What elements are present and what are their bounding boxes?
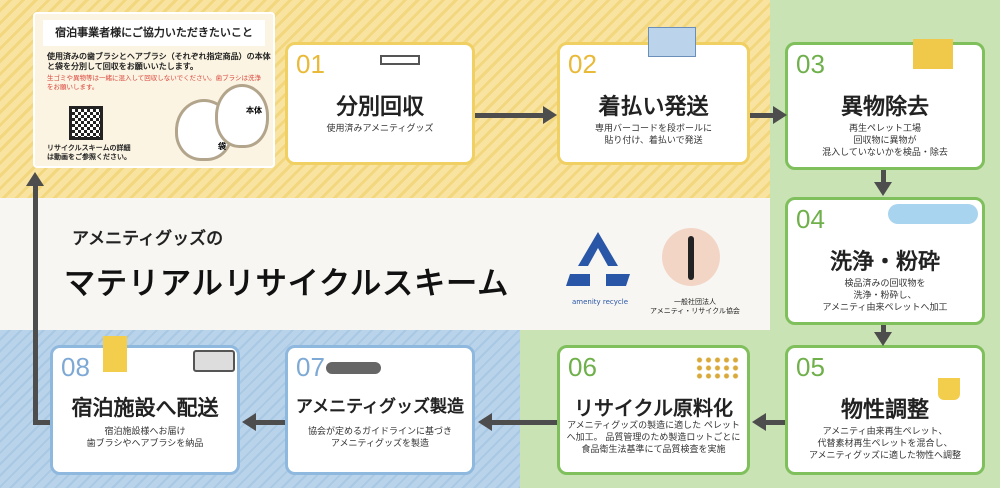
arrow-01-02	[475, 113, 545, 118]
step-08: 08 宿泊施設へ配送 宿泊施設様へお届け 歯ブラシやヘアブラシを納品	[50, 336, 240, 475]
arrow-02-03	[750, 113, 775, 118]
arrow-06-07	[492, 420, 557, 425]
step-description: 協会が定めるガイドラインに基づき アメニティグッズを製造	[307, 427, 452, 449]
step-number: 05	[796, 352, 825, 382]
step-description: 専用バーコードを段ボールに 貼り付け、着払いで発送	[594, 124, 712, 146]
bag-body-label: 本体	[246, 106, 262, 115]
association-logo-icon	[662, 228, 720, 286]
step-title: アメニティグッズ製造	[295, 397, 465, 417]
step-title: 物性調整	[840, 398, 929, 423]
notice-body: 使用済みの歯ブラシとヘアブラシ（それぞれ指定商品）の本体と袋を分別して回収をお願…	[47, 52, 271, 71]
factory-icon	[913, 39, 953, 69]
qr-code-icon[interactable]	[69, 106, 103, 140]
step-description: 検品済みの回収物を 洗浄・粉砕し、 アメニティ由来ペレットへ加工	[822, 279, 948, 313]
step-number: 06	[568, 352, 597, 382]
conveyor-icon	[326, 362, 381, 374]
arrow-03-04	[881, 170, 886, 184]
amenity-recycle-logo-icon	[566, 232, 630, 286]
arrow-head-icon	[26, 172, 44, 186]
step-02: 02 着払い発送 専用バーコードを段ボールに 貼り付け、着払いで発送	[557, 27, 750, 165]
arrow-head-icon	[874, 182, 892, 196]
association-name: 一般社団法人 アメニティ・リサイクル協会	[650, 298, 740, 315]
step-title: 着払い発送	[598, 95, 709, 120]
arrow-08-loop	[33, 186, 38, 425]
arrow-04-05	[881, 325, 886, 333]
notice-red-note: 生ゴミや異物等は一緒に混入して回収しないでください。歯ブラシは洗浄をお願いします…	[47, 74, 261, 91]
step-description: アメニティ由来再生ペレット、 代替素材再生ペレットを混合し、 アメニティグッズに…	[808, 427, 961, 461]
notice-heading: 宿泊事業者様にご協力いただきたいこと	[43, 20, 265, 46]
step-number: 08	[61, 352, 90, 382]
toothbrush-icon	[380, 55, 420, 65]
bag-label: 袋	[218, 142, 226, 151]
arrow-head-icon	[478, 413, 492, 431]
step-number: 02	[568, 49, 597, 79]
bag-body-icon: 本体	[215, 84, 269, 148]
notice-qr-note: リサイクルスキームの詳細は動画をご参照ください。	[47, 144, 131, 161]
arrow-head-icon	[543, 106, 557, 124]
step-01: 01 分別回収 使用済みアメニティグッズ	[285, 42, 475, 165]
background-white	[0, 198, 770, 330]
step-title: 宿泊施設へ配送	[71, 396, 219, 420]
arrow-head-icon	[773, 106, 787, 124]
step-title: 洗浄・粉砕	[829, 250, 940, 275]
notice-card: 宿泊事業者様にご協力いただきたいこと 使用済みの歯ブラシとヘアブラシ（それぞれ指…	[33, 12, 275, 168]
arrow-head-icon	[752, 413, 766, 431]
step-number: 01	[296, 49, 325, 79]
step-07: 07 アメニティグッズ製造 協会が定めるガイドラインに基づき アメニティグッズを…	[285, 345, 475, 475]
amenity-recycle-logo-text: amenity recycle	[571, 298, 629, 306]
truck-icon	[193, 350, 235, 372]
arrow-head-icon	[242, 413, 256, 431]
step-description: アメニティグッズの製造に適した ペレットへ加工。 品質管理のため製造ロットごとに…	[566, 421, 741, 455]
pellet-cup-icon	[938, 378, 960, 400]
step-description: 使用済みアメニティグッズ	[326, 124, 434, 134]
scheme-title: マテリアルリサイクルスキーム	[64, 266, 510, 302]
crushed-pellets-water-icon	[888, 204, 978, 224]
arrow-08-loop	[33, 420, 50, 425]
step-05: 05 物性調整 アメニティ由来再生ペレット、 代替素材再生ペレットを混合し、 ア…	[785, 345, 985, 475]
step-title: 異物除去	[840, 95, 929, 120]
step-description: 再生ペレット工場 回収物に異物が 混入していないかを検品・除去	[822, 124, 948, 158]
step-title: 分別回収	[335, 95, 424, 120]
step-03: 03 異物除去 再生ペレット工場 回収物に異物が 混入していないかを検品・除去	[785, 39, 985, 170]
scheme-subtitle: アメニティグッズの	[72, 229, 224, 249]
step-description: 宿泊施設様へお届け 歯ブラシやヘアブラシを納品	[86, 427, 204, 449]
arrow-07-08	[255, 420, 285, 425]
cardboard-box-icon	[648, 27, 696, 57]
arrow-head-icon	[874, 332, 892, 346]
step-number: 04	[796, 204, 825, 234]
step-06: 06 リサイクル原料化 アメニティグッズの製造に適した ペレットへ加工。 品質管…	[557, 345, 750, 475]
step-number: 03	[796, 49, 825, 79]
pellets-icon	[695, 356, 740, 380]
step-number: 07	[296, 352, 325, 382]
step-title: リサイクル原料化	[574, 396, 733, 420]
hotel-building-icon	[103, 336, 127, 372]
arrow-05-06	[765, 420, 785, 425]
step-04: 04 洗浄・粉砕 検品済みの回収物を 洗浄・粉砕し、 アメニティ由来ペレットへ加…	[785, 197, 985, 325]
